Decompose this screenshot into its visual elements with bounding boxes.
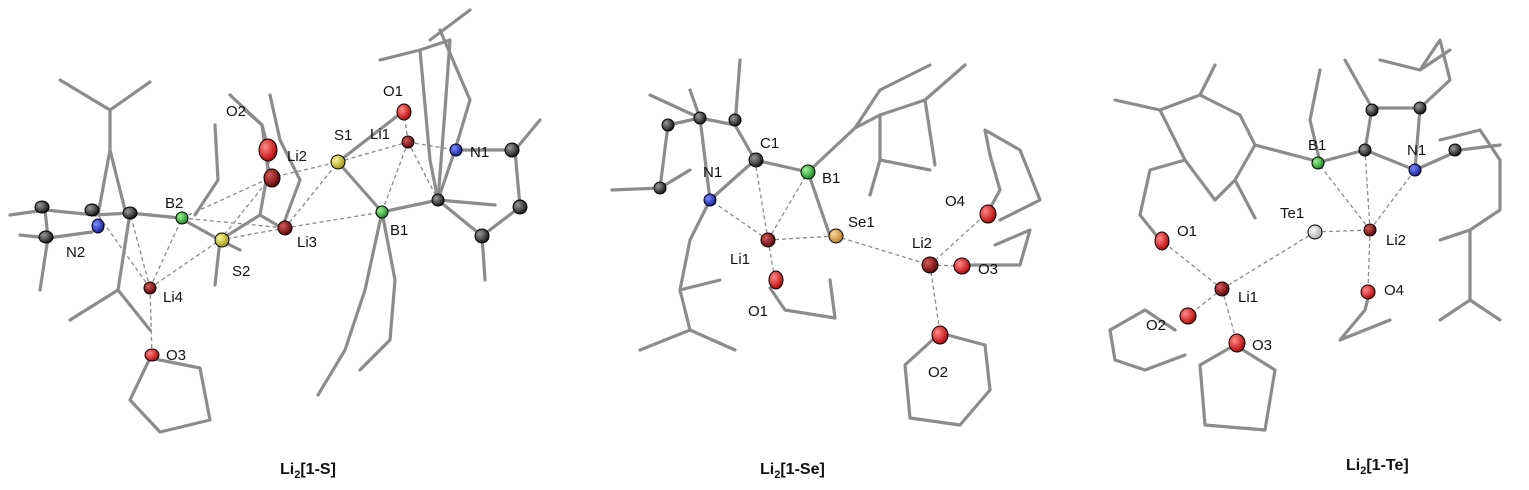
label-li4: Li4 bbox=[163, 289, 183, 306]
carbon-atom bbox=[38, 230, 54, 244]
label-o2: O2 bbox=[1146, 317, 1166, 334]
label-b1: B1 bbox=[1308, 137, 1326, 154]
label-n2: N2 bbox=[66, 244, 85, 261]
carbon-atom bbox=[1365, 103, 1379, 117]
label-li3: Li3 bbox=[297, 234, 317, 251]
oxygen-atom-o1 bbox=[1154, 231, 1170, 251]
label-o1: O1 bbox=[1177, 223, 1197, 240]
carbon-atom bbox=[431, 193, 445, 207]
boron-atom-b2 bbox=[175, 211, 189, 225]
li-contacts bbox=[1161, 149, 1416, 344]
carbon-atom bbox=[1448, 143, 1462, 157]
structure-li2-1-s: O1 Li1 N1 S1 O2 Li2 B2 Li3 B1 N2 S2 Li4 … bbox=[8, 8, 542, 481]
nitrogen-atom-n1 bbox=[703, 193, 717, 207]
label-o4: O4 bbox=[945, 193, 965, 210]
label-te1: Te1 bbox=[1280, 205, 1304, 222]
label-o4: O4 bbox=[1384, 282, 1404, 299]
carbon-atom bbox=[504, 142, 520, 158]
carbon-atom bbox=[122, 206, 138, 220]
li-contacts bbox=[709, 159, 989, 334]
label-li2: Li2 bbox=[287, 148, 307, 165]
carbon-atom bbox=[728, 113, 742, 127]
bond-framework bbox=[610, 58, 1042, 427]
label-li1: Li1 bbox=[370, 126, 390, 143]
carbon-atom bbox=[1413, 101, 1427, 115]
label-o2: O2 bbox=[226, 103, 246, 120]
oxygen-atom-o2 bbox=[258, 138, 278, 162]
carbon-atom bbox=[84, 203, 100, 217]
label-o1: O1 bbox=[383, 83, 403, 100]
lithium-atom-li4 bbox=[143, 281, 157, 295]
label-n1: N1 bbox=[1407, 142, 1426, 159]
boron-atom-b1 bbox=[1311, 156, 1325, 170]
label-s2: S2 bbox=[232, 263, 250, 280]
lithium-atom-li1 bbox=[1214, 281, 1230, 297]
label-o3: O3 bbox=[166, 347, 186, 364]
caption-li2-1-se: Li2[1-Se] bbox=[760, 461, 825, 481]
caption-li2-1-te: Li2[1-Te] bbox=[1346, 457, 1409, 477]
lithium-atom-li3 bbox=[277, 220, 293, 236]
label-o1: O1 bbox=[748, 303, 768, 320]
carbon-atom bbox=[474, 228, 490, 244]
oxygen-atom-o1 bbox=[768, 270, 784, 290]
nitrogen-atom-n2 bbox=[91, 218, 105, 234]
carbon-atom bbox=[1358, 143, 1372, 157]
label-b1: B1 bbox=[390, 222, 408, 239]
lithium-atom-li2 bbox=[1363, 223, 1377, 237]
label-o2: O2 bbox=[928, 364, 948, 381]
nitrogen-atom-n1 bbox=[449, 143, 463, 157]
sulfur-atom-s1 bbox=[330, 154, 346, 170]
oxygen-atom-o2 bbox=[1179, 307, 1197, 325]
label-n1: N1 bbox=[703, 164, 722, 181]
tellurium-atom-te1 bbox=[1307, 224, 1323, 240]
carbon-atom bbox=[34, 200, 50, 214]
nitrogen-atom-n1 bbox=[1408, 163, 1422, 177]
carbon-atom-c1 bbox=[748, 152, 764, 168]
label-s1: S1 bbox=[334, 127, 352, 144]
structure-li2-1-te: B1 N1 Te1 Li2 O1 Li1 O4 O2 O3 Li2[1-Te] bbox=[1108, 38, 1502, 477]
boron-atom-b1 bbox=[800, 164, 816, 180]
bond-framework bbox=[1108, 38, 1502, 432]
label-o3: O3 bbox=[1252, 337, 1272, 354]
oxygen-atom-o4 bbox=[979, 204, 997, 224]
lithium-atom-li2 bbox=[921, 256, 939, 274]
carbon-atom bbox=[661, 118, 675, 132]
carbon-atom bbox=[512, 199, 528, 215]
boron-atom-b1 bbox=[375, 205, 389, 219]
bond-framework bbox=[8, 8, 542, 434]
oxygen-atom-o3 bbox=[144, 348, 160, 362]
selenium-atom-se1 bbox=[828, 228, 844, 244]
oxygen-atom-o4 bbox=[1360, 284, 1376, 300]
structure-li2-1-se: C1 N1 B1 Se1 Li1 O1 O4 Li2 O3 O2 Li2[1-S… bbox=[610, 58, 1042, 481]
label-o3: O3 bbox=[978, 261, 998, 278]
caption-li2-1-s: Li2[1-S] bbox=[280, 461, 336, 481]
lithium-atom-li1 bbox=[401, 135, 415, 149]
carbon-atom bbox=[653, 181, 667, 195]
carbon-atom bbox=[693, 111, 707, 125]
label-b1: B1 bbox=[822, 170, 840, 187]
label-li2: Li2 bbox=[912, 235, 932, 252]
label-c1: C1 bbox=[760, 135, 779, 152]
label-se1: Se1 bbox=[848, 214, 875, 231]
label-li2: Li2 bbox=[1386, 232, 1406, 249]
label-li1: Li1 bbox=[730, 251, 750, 268]
lithium-atom-li2 bbox=[263, 168, 281, 188]
oxygen-atom-o1 bbox=[396, 103, 412, 121]
oxygen-atom-o2 bbox=[931, 325, 949, 345]
label-n1: N1 bbox=[470, 144, 489, 161]
label-li1: Li1 bbox=[1238, 289, 1258, 306]
oxygen-atom-o3 bbox=[953, 257, 971, 275]
li-contacts bbox=[97, 111, 456, 356]
label-b2: B2 bbox=[165, 195, 183, 212]
lithium-atom-li1 bbox=[760, 232, 776, 248]
oxygen-atom-o3 bbox=[1228, 333, 1246, 353]
sulfur-atom-s2 bbox=[214, 232, 230, 248]
